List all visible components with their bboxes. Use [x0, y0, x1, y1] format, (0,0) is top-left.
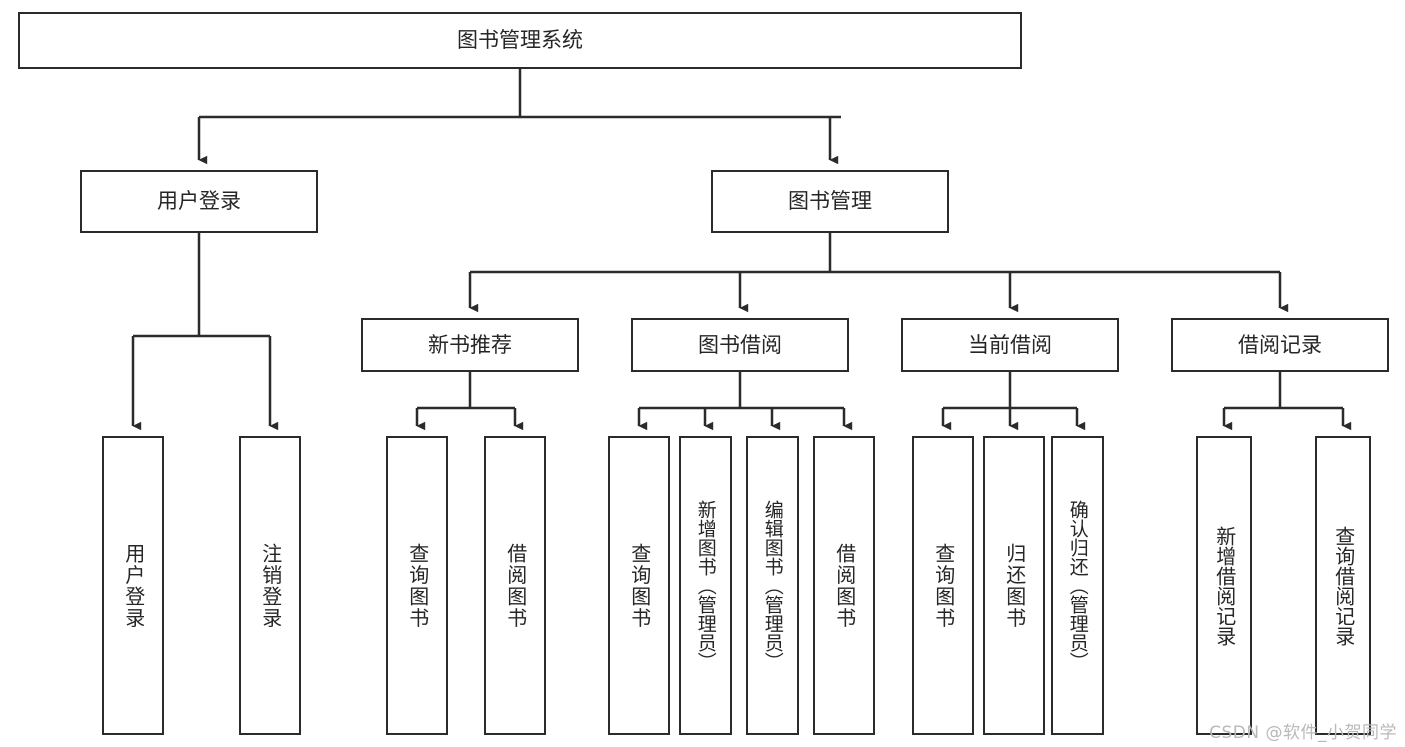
- node-book-borrow[interactable]: 图书借阅: [631, 318, 849, 372]
- node-label: 当前借阅: [968, 332, 1052, 357]
- node-label: 借阅图书: [503, 542, 528, 629]
- node-label: 查询借阅记录: [1331, 525, 1356, 646]
- node-leaf-confirm-return-admin[interactable]: 确认归还（管理员）: [1051, 436, 1104, 735]
- node-leaf-query-borrow-record[interactable]: 查询借阅记录: [1315, 436, 1371, 735]
- node-label: 新增借阅记录: [1212, 525, 1237, 646]
- node-leaf-query-book-2[interactable]: 查询图书: [608, 436, 670, 735]
- node-label: 查询图书: [931, 542, 956, 629]
- node-leaf-query-book-1[interactable]: 查询图书: [386, 436, 448, 735]
- csdn-watermark: CSDN @软件_小贺同学: [1209, 723, 1397, 743]
- node-borrow-record[interactable]: 借阅记录: [1171, 318, 1389, 372]
- node-label: 借阅记录: [1238, 332, 1322, 357]
- node-book-manage[interactable]: 图书管理: [711, 170, 949, 233]
- node-root-system[interactable]: 图书管理系统: [18, 12, 1022, 69]
- node-leaf-add-borrow-record[interactable]: 新增借阅记录: [1196, 436, 1252, 735]
- node-label: 用户登录: [157, 189, 241, 214]
- node-label: 编辑图书（管理员）: [761, 500, 784, 671]
- node-leaf-borrow-book-1[interactable]: 借阅图书: [484, 436, 546, 735]
- node-label: 借阅图书: [832, 542, 857, 629]
- node-label: 图书借阅: [698, 332, 782, 357]
- node-new-book-recommend[interactable]: 新书推荐: [361, 318, 579, 372]
- node-label: 查询图书: [627, 542, 652, 629]
- node-label: 确认归还（管理员）: [1066, 500, 1089, 671]
- node-label: 用户登录: [121, 542, 146, 629]
- node-leaf-borrow-book-2[interactable]: 借阅图书: [813, 436, 875, 735]
- node-leaf-add-book-admin[interactable]: 新增图书（管理员）: [679, 436, 732, 735]
- node-leaf-return-book[interactable]: 归还图书: [983, 436, 1045, 735]
- node-current-borrow[interactable]: 当前借阅: [901, 318, 1119, 372]
- node-label: 新书推荐: [428, 332, 512, 357]
- node-leaf-query-book-3[interactable]: 查询图书: [912, 436, 974, 735]
- node-leaf-user-login[interactable]: 用户登录: [102, 436, 164, 735]
- node-label: 注销登录: [258, 542, 283, 629]
- node-label: 归还图书: [1002, 542, 1027, 629]
- node-label: 新增图书（管理员）: [694, 500, 717, 671]
- node-label: 查询图书: [405, 542, 430, 629]
- node-leaf-user-logout[interactable]: 注销登录: [239, 436, 301, 735]
- node-label: 图书管理系统: [457, 28, 583, 53]
- node-label: 图书管理: [788, 189, 872, 214]
- node-leaf-edit-book-admin[interactable]: 编辑图书（管理员）: [746, 436, 799, 735]
- node-user-login[interactable]: 用户登录: [80, 170, 318, 233]
